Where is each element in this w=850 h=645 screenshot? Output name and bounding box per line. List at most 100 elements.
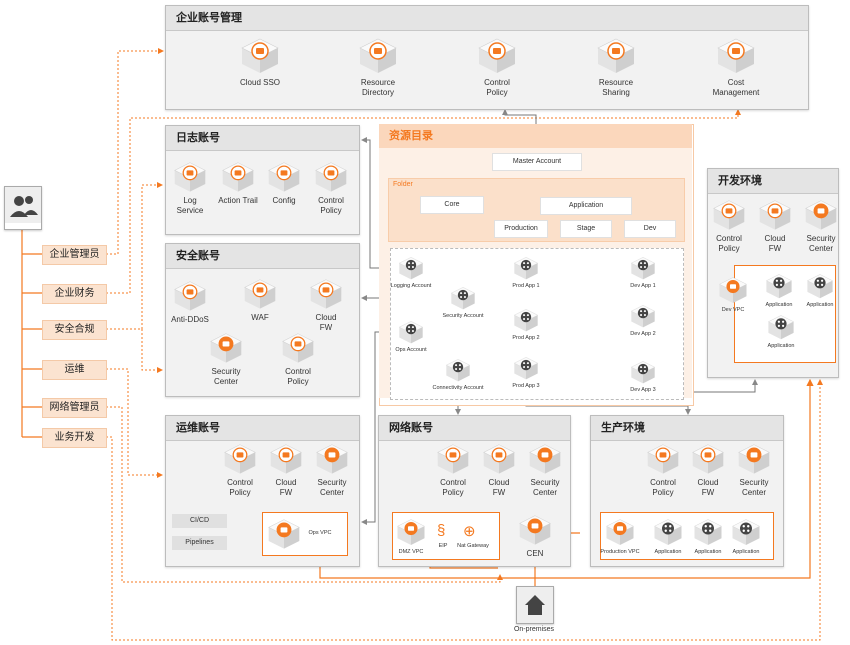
- prod-app-0-label: Application: [654, 549, 682, 555]
- folder-core[interactable]: Core: [420, 196, 484, 214]
- rd-account-8-label: Dev App 2: [630, 331, 656, 337]
- sec-item-1-label: WAF: [251, 313, 269, 322]
- cen-label: CEN: [526, 549, 544, 558]
- dmz-vpc-label: DMZ VPC: [398, 549, 424, 555]
- dev-vpc-label: Dev VPC: [721, 307, 745, 313]
- ops-item-2-icon: [316, 444, 348, 474]
- net-item-1-icon: [483, 444, 515, 474]
- panel-title: 企业账号管理: [166, 6, 808, 31]
- dev-item-0-icon: [713, 200, 745, 230]
- panel-title: 日志账号: [166, 126, 359, 151]
- eip-label: EIP: [438, 543, 448, 549]
- role-enterprise-finance[interactable]: 企业财务: [42, 284, 107, 304]
- rd-account-1-label: Security Account: [442, 313, 484, 319]
- cicd-label: CI/CD: [172, 514, 227, 528]
- role-enterprise-admin[interactable]: 企业管理员: [42, 245, 107, 265]
- role-security-compliance[interactable]: 安全合规: [42, 320, 107, 340]
- rd-account-3-icon: [445, 358, 471, 382]
- rd-account-6-icon: [513, 356, 539, 380]
- mgmt-item-2-icon: [478, 38, 516, 73]
- master-account[interactable]: Master Account: [492, 153, 582, 171]
- prod-app-1-label: Application: [694, 549, 722, 555]
- sec-item-2-icon: [310, 279, 342, 309]
- panel-title: 生产环境: [591, 416, 783, 441]
- dev-app-c-label: Application: [767, 343, 795, 349]
- log-item-2-label: Config: [272, 196, 296, 205]
- log-item-0-icon: [174, 162, 206, 192]
- rd-account-4-icon: [513, 256, 539, 280]
- folder-production[interactable]: Production: [494, 220, 548, 238]
- folder-label: Folder: [393, 181, 413, 188]
- home-icon: [516, 586, 554, 624]
- rd-account-7-label: Dev App 1: [630, 283, 656, 289]
- rd-account-9-label: Dev App 3: [630, 387, 656, 393]
- panel-title: 安全账号: [166, 244, 359, 269]
- panel-title: 网络账号: [379, 416, 570, 441]
- sec-item-0-label: Anti-DDoS: [171, 315, 209, 324]
- rd-account-0-label: Logging Account: [390, 283, 432, 289]
- dev-app-c-icon: [767, 314, 795, 339]
- rd-account-5-icon: [513, 308, 539, 332]
- prod-app-1-icon: [693, 518, 723, 545]
- mgmt-item-4-icon: [717, 38, 755, 73]
- user-group-icon: [4, 186, 42, 230]
- rd-account-8-icon: [630, 304, 656, 328]
- prod-item-1-icon: [692, 444, 724, 474]
- rd-account-6-label: Prod App 3: [512, 383, 540, 389]
- log-item-1-icon: [222, 162, 254, 192]
- rd-account-3-label: Connectivity Account: [432, 385, 484, 391]
- cen-icon: [519, 515, 551, 545]
- nat-gateway-icon: ⊕: [463, 523, 476, 540]
- panel-title: 开发环境: [708, 169, 838, 194]
- on-premises-label: On-premises: [513, 626, 555, 633]
- production-vpc-icon: [605, 518, 635, 545]
- folder-dev[interactable]: Dev: [624, 220, 676, 238]
- prod-app-2-label: Application: [732, 549, 760, 555]
- role-network-admin[interactable]: 网络管理员: [42, 398, 107, 418]
- ops-vpc-label: Ops VPC: [308, 530, 332, 536]
- panel-security-account: 安全账号: [165, 243, 360, 397]
- eip-icon: §: [437, 522, 446, 539]
- pipelines-label: Pipelines: [172, 536, 227, 550]
- prod-app-2-icon: [731, 518, 761, 545]
- dmz-vpc-icon: [396, 518, 426, 545]
- rd-account-0-icon: [398, 256, 424, 280]
- folder-application[interactable]: Application: [540, 197, 632, 215]
- production-vpc-label: Production VPC: [600, 549, 640, 555]
- rd-account-2-label: Ops Account: [395, 347, 427, 353]
- role-operations[interactable]: 运维: [42, 360, 107, 380]
- mgmt-item-0-label: Cloud SSO: [239, 78, 281, 87]
- dev-item-2-icon: [805, 200, 837, 230]
- rd-account-2-icon: [398, 320, 424, 344]
- log-item-3-icon: [315, 162, 347, 192]
- dev-app-a-icon: [765, 273, 793, 298]
- role-business-dev[interactable]: 业务开发: [42, 428, 107, 448]
- ops-item-0-icon: [224, 444, 256, 474]
- nat-label: Nat Gateway: [457, 543, 489, 549]
- prod-app-0-icon: [653, 518, 683, 545]
- prod-item-0-icon: [647, 444, 679, 474]
- panel-title: 运维账号: [166, 416, 359, 441]
- folder-stage[interactable]: Stage: [560, 220, 612, 238]
- net-item-2-icon: [529, 444, 561, 474]
- rd-account-4-label: Prod App 1: [512, 283, 540, 289]
- prod-item-2-icon: [738, 444, 770, 474]
- sec-item-1-icon: [244, 279, 276, 309]
- dev-app-b-icon: [806, 273, 834, 298]
- rd-account-7-icon: [630, 256, 656, 280]
- rd-account-5-label: Prod App 2: [512, 335, 540, 341]
